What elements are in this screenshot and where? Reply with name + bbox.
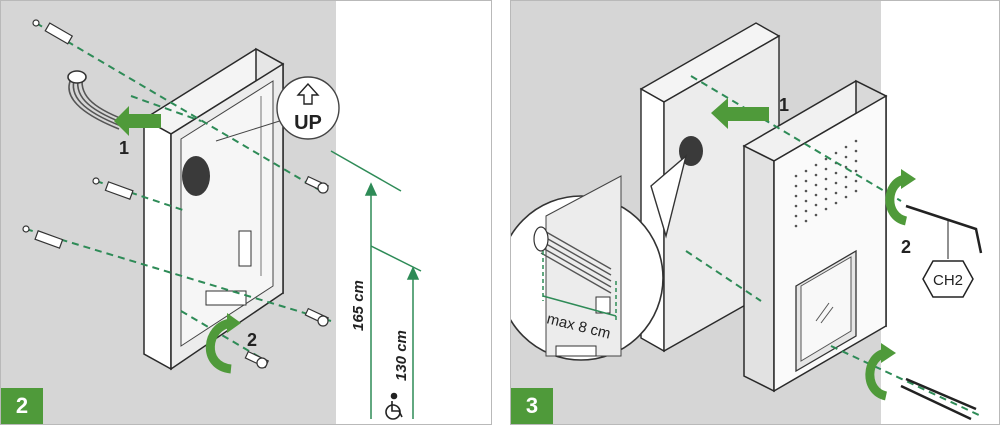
up-label: UP xyxy=(294,112,322,134)
step-panel-surface-box-mounting: UP 1 2 165 cm 130 cm 2 xyxy=(0,0,492,425)
step-number-badge: 2 xyxy=(1,388,43,424)
up-callout xyxy=(215,76,340,142)
dimension-165: 165 cm xyxy=(350,280,367,331)
hex-key-label: CH2 xyxy=(933,272,963,289)
screw-rotation-arrows xyxy=(865,169,916,401)
surface-box-drawing: UP 1 2 165 cm 130 cm xyxy=(1,1,491,424)
step-number-badge: 3 xyxy=(511,388,553,424)
screw-alignment-guides xyxy=(685,75,982,417)
cable-entry-hole xyxy=(182,156,210,196)
screw-rotation-arrow xyxy=(205,313,241,374)
hex-key-icon xyxy=(905,204,983,298)
cable-length-inset xyxy=(511,154,688,361)
device-mount-drawing: CH2 xyxy=(511,1,999,424)
callout-1: 1 xyxy=(119,138,129,158)
mounting-screws xyxy=(244,175,330,369)
intercom-unit xyxy=(742,79,888,393)
callout-2: 2 xyxy=(247,330,257,350)
push-arrow xyxy=(114,106,161,136)
callout-1: 1 xyxy=(779,95,789,115)
push-arrow xyxy=(711,98,769,129)
wall-plugs xyxy=(22,19,134,249)
wheelchair-accessibility-icon xyxy=(385,392,403,420)
dimension-130: 130 cm xyxy=(393,330,410,381)
step-panel-device-mounting: CH2 xyxy=(510,0,1000,425)
floor-area xyxy=(881,1,999,424)
connector-clip xyxy=(205,290,247,306)
screwdriver-icon xyxy=(900,377,977,421)
dimension-lines xyxy=(330,150,422,419)
up-arrow-icon xyxy=(296,82,320,105)
speaker-grille xyxy=(794,139,858,228)
terminal-block xyxy=(238,230,252,267)
callout-2: 2 xyxy=(901,237,911,257)
cable-bundle xyxy=(67,70,126,130)
